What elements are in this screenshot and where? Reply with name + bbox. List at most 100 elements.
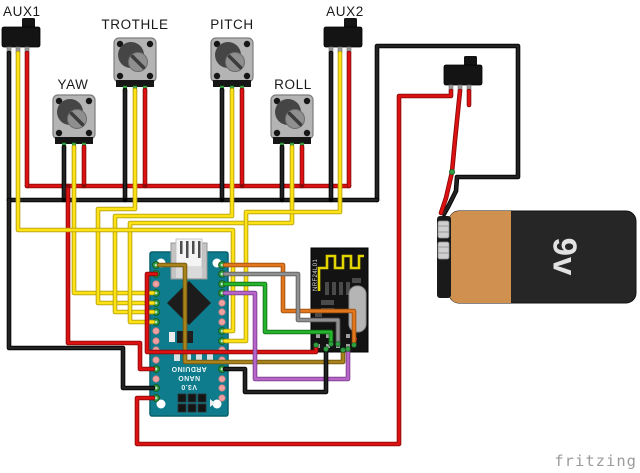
nano-hole (212, 399, 222, 409)
nano-pad[interactable] (152, 375, 160, 383)
nrf-pin-connection (323, 346, 329, 352)
pot-yaw[interactable] (52, 94, 96, 150)
nano-text-nano: NANO (178, 374, 200, 381)
nano-pad-hole (220, 263, 224, 267)
junction-red (81, 183, 87, 189)
junction-black (61, 197, 67, 203)
nano-pad[interactable] (218, 299, 226, 307)
nano-text-arduino: ARDUINO (171, 365, 207, 372)
junction-black (328, 197, 334, 203)
pot-pitch[interactable] (210, 37, 254, 93)
junction-red (142, 183, 148, 189)
fritzing-watermark: fritzing (554, 452, 637, 470)
battery-9v[interactable]: 9v (437, 210, 637, 304)
pot-base (213, 80, 251, 87)
pot-shaft-notch (287, 111, 303, 127)
pot-screw (213, 40, 221, 48)
wire-d9-ce[interactable] (222, 290, 351, 382)
wire-3v3-vcc[interactable] (144, 271, 319, 355)
nrf-pin-connection (328, 341, 334, 347)
smd-cap (169, 332, 175, 342)
icsp-header[interactable] (177, 393, 207, 413)
wire-pitch-signal[interactable] (112, 87, 235, 315)
wire-d10-csn[interactable] (222, 281, 334, 347)
nano-pad[interactable] (218, 375, 226, 383)
junction-red (65, 183, 71, 189)
nano-pad-hole (154, 320, 158, 324)
wire-bus-to-gnd-pin[interactable] (6, 197, 156, 391)
wire-d12-miso[interactable] (222, 262, 357, 348)
switch-power[interactable] (443, 56, 483, 94)
pot-screw (273, 129, 281, 137)
label-aux2: AUX2 (326, 4, 364, 19)
battery-terminal-negative (437, 241, 450, 260)
pot-screw (273, 97, 281, 105)
pot-shaft-notch (130, 54, 146, 70)
pot-screw (213, 72, 221, 80)
pot-throttle[interactable] (113, 37, 157, 93)
nano-pad-hole (154, 263, 158, 267)
nrf-pin-connection (340, 347, 346, 353)
switch-aux1[interactable] (1, 18, 41, 56)
junction-black (279, 197, 285, 203)
junction-red (299, 183, 305, 189)
wire-d13-sck[interactable] (156, 262, 346, 365)
wire-yaw-signal[interactable] (71, 144, 156, 296)
pot-shaft-notch (69, 111, 85, 127)
usb-connector (170, 238, 208, 280)
nano-pad-hole (220, 367, 224, 371)
label-roll: ROLL (274, 77, 312, 92)
nano-pad-hole (154, 301, 158, 305)
nrf-antenna-trace (317, 254, 364, 291)
label-throttle: TROTHLE (101, 17, 168, 32)
junction-black (219, 197, 225, 203)
nano-hole (156, 399, 166, 409)
arduino-nano[interactable]: ARDUINO NANO V3.0 (149, 238, 229, 417)
pot-screw (85, 129, 93, 137)
nrf-pin-connection (351, 342, 357, 348)
switch-aux2[interactable] (323, 18, 363, 56)
pot-screw (55, 97, 63, 105)
nano-pad-hole (154, 396, 158, 400)
switch-body (443, 64, 483, 86)
nano-pad[interactable] (152, 280, 160, 288)
wire-battery-to-switch[interactable] (438, 88, 463, 216)
pot-screw (85, 97, 93, 105)
mcu-chip (167, 281, 211, 325)
nano-pad[interactable] (152, 337, 160, 345)
pot-screw (303, 129, 311, 137)
wire-roll-signal[interactable] (127, 144, 295, 325)
junction-dots (61, 168, 455, 353)
wire-bus-to-5v-pin[interactable] (65, 183, 156, 372)
wire-aux1-signal[interactable] (15, 50, 236, 334)
nano-pad[interactable] (152, 327, 160, 335)
nano-pad-hole (220, 329, 224, 333)
icsp-marker (210, 399, 215, 407)
pot-shaft-notch (227, 54, 243, 70)
pot-screw (55, 129, 63, 137)
pot-roll[interactable] (270, 94, 314, 150)
wire-d11-mosi[interactable] (222, 271, 341, 347)
battery-terminal-positive (437, 220, 450, 239)
switch-body (323, 26, 363, 48)
pot-screw (116, 40, 124, 48)
label-pitch: PITCH (210, 17, 254, 32)
wire-gnd-loop-battery[interactable] (374, 43, 521, 217)
nano-pad-hole (220, 291, 224, 295)
nano-pad-hole (154, 367, 158, 371)
nano-pad[interactable] (218, 318, 226, 326)
wire-aux2-signal[interactable] (222, 50, 343, 344)
wire-switch-to-vin[interactable] (134, 88, 454, 447)
nano-pad[interactable] (152, 356, 160, 364)
wire-gnd-nrf[interactable] (222, 346, 329, 395)
wires-layer (6, 43, 521, 447)
pot-base (116, 80, 154, 87)
nrf-pin-connection (335, 341, 341, 347)
nano-pad[interactable] (218, 308, 226, 316)
nano-pad[interactable] (218, 394, 226, 402)
junction-red (239, 183, 245, 189)
led-cluster (174, 352, 213, 363)
nano-pad[interactable] (218, 384, 226, 392)
pot-screw (243, 40, 251, 48)
